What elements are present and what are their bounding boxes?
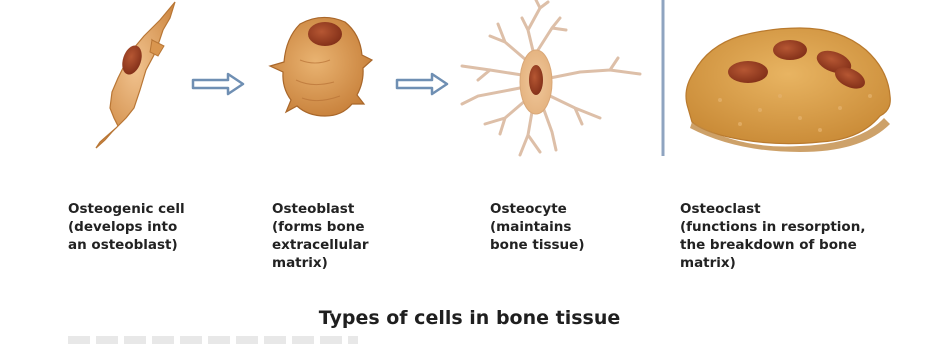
figure-title: Types of cells in bone tissue <box>0 307 939 329</box>
osteogenic-cell-illustration <box>96 2 175 148</box>
caption-osteoblast: Osteoblast (forms bone extracellular mat… <box>272 200 462 272</box>
cell-description-line: (forms bone <box>272 218 462 236</box>
caption-osteogenic-cell: Osteogenic cell (develops into an osteob… <box>68 200 253 254</box>
caption-osteoclast: Osteoclast (functions in resorption, the… <box>680 200 935 272</box>
cell-description-line: the breakdown of bone <box>680 236 935 254</box>
cell-description-line: an osteoblast) <box>68 236 253 254</box>
osteoblast-illustration <box>270 17 372 116</box>
cell-description-line: (maintains <box>490 218 670 236</box>
cell-description-line: (functions in resorption, <box>680 218 935 236</box>
osteocyte-nucleus <box>529 65 543 95</box>
osteoblast-nucleus <box>308 22 342 46</box>
osteoclast-nucleus <box>773 40 807 60</box>
osteocyte-body <box>520 50 552 114</box>
faint-background-text <box>68 336 358 344</box>
cell-name: Osteoblast <box>272 200 462 218</box>
cell-description-line: bone tissue) <box>490 236 670 254</box>
right-arrow-icon <box>397 74 447 94</box>
caption-osteocyte: Osteocyte (maintains bone tissue) <box>490 200 670 254</box>
cell-name: Osteocyte <box>490 200 670 218</box>
cell-description-line: matrix) <box>272 254 462 272</box>
cell-illustrations <box>0 0 939 200</box>
osteoclast-nucleus <box>728 61 768 83</box>
cell-name: Osteogenic cell <box>68 200 253 218</box>
cell-name: Osteoclast <box>680 200 935 218</box>
osteoclast-illustration <box>686 28 890 152</box>
cell-description-line: matrix) <box>680 254 935 272</box>
cell-description-line: extracellular <box>272 236 462 254</box>
cell-description-line: (develops into <box>68 218 253 236</box>
right-arrow-icon <box>193 74 243 94</box>
